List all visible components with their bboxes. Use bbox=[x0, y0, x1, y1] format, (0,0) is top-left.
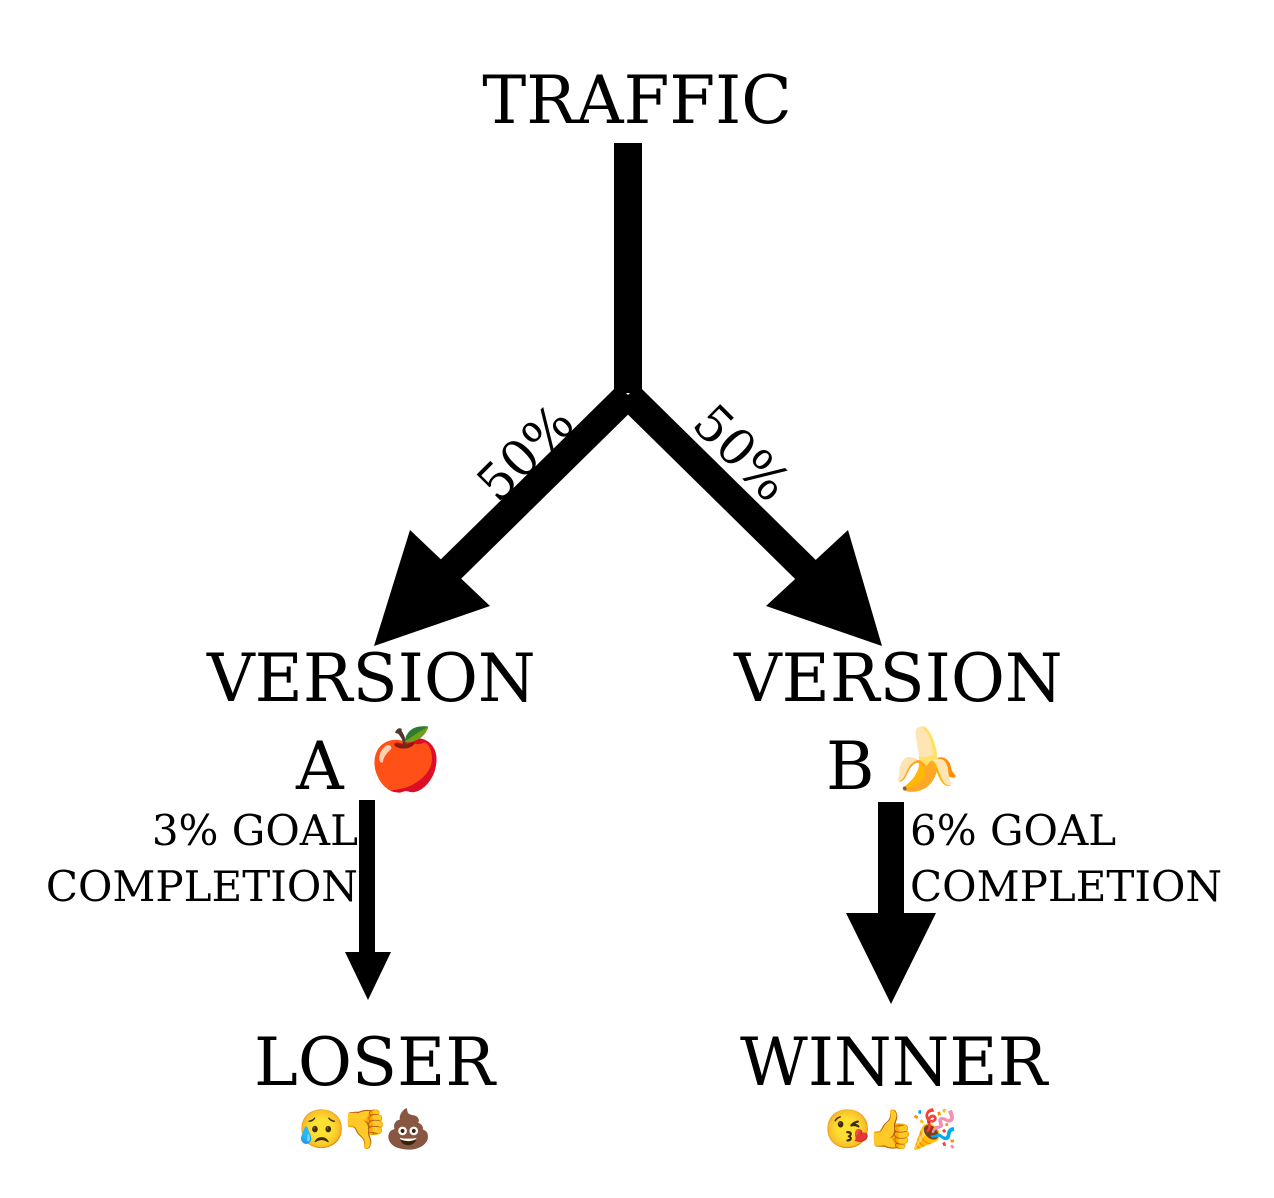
version-b-shaft bbox=[878, 802, 904, 920]
right-branch-arrowhead bbox=[766, 530, 882, 646]
version-a-arrowhead bbox=[345, 952, 391, 1000]
loser-label: LOSER bbox=[254, 1024, 496, 1101]
goal-b-line2: COMPLETION bbox=[910, 862, 1223, 911]
apple-icon: 🍎 bbox=[368, 725, 443, 795]
goal-a-line1: 3% GOAL bbox=[151, 806, 358, 855]
left-branch-arrowhead bbox=[374, 530, 490, 646]
loser-emoji-icons: 😥👎💩 bbox=[298, 1107, 432, 1151]
left-branch-shaft bbox=[440, 385, 638, 580]
goal-a-line2: COMPLETION bbox=[45, 862, 358, 911]
version-a-letter: A bbox=[296, 728, 344, 805]
version-b-letter: B bbox=[826, 728, 875, 805]
winner-emoji-icons: 😘👍🎉 bbox=[824, 1107, 958, 1151]
winner-label: WINNER bbox=[740, 1024, 1048, 1101]
traffic-trunk bbox=[614, 143, 642, 393]
goal-b-line1: 6% GOAL bbox=[910, 806, 1117, 855]
version-a-title: VERSION bbox=[207, 640, 536, 717]
version-a-shaft bbox=[359, 800, 375, 960]
right-branch-shaft bbox=[618, 385, 816, 580]
banana-icon: 🍌 bbox=[888, 725, 963, 795]
traffic-label: TRAFFIC bbox=[482, 62, 792, 139]
version-b-arrowhead bbox=[846, 913, 936, 1004]
version-b-title: VERSION bbox=[734, 640, 1063, 717]
